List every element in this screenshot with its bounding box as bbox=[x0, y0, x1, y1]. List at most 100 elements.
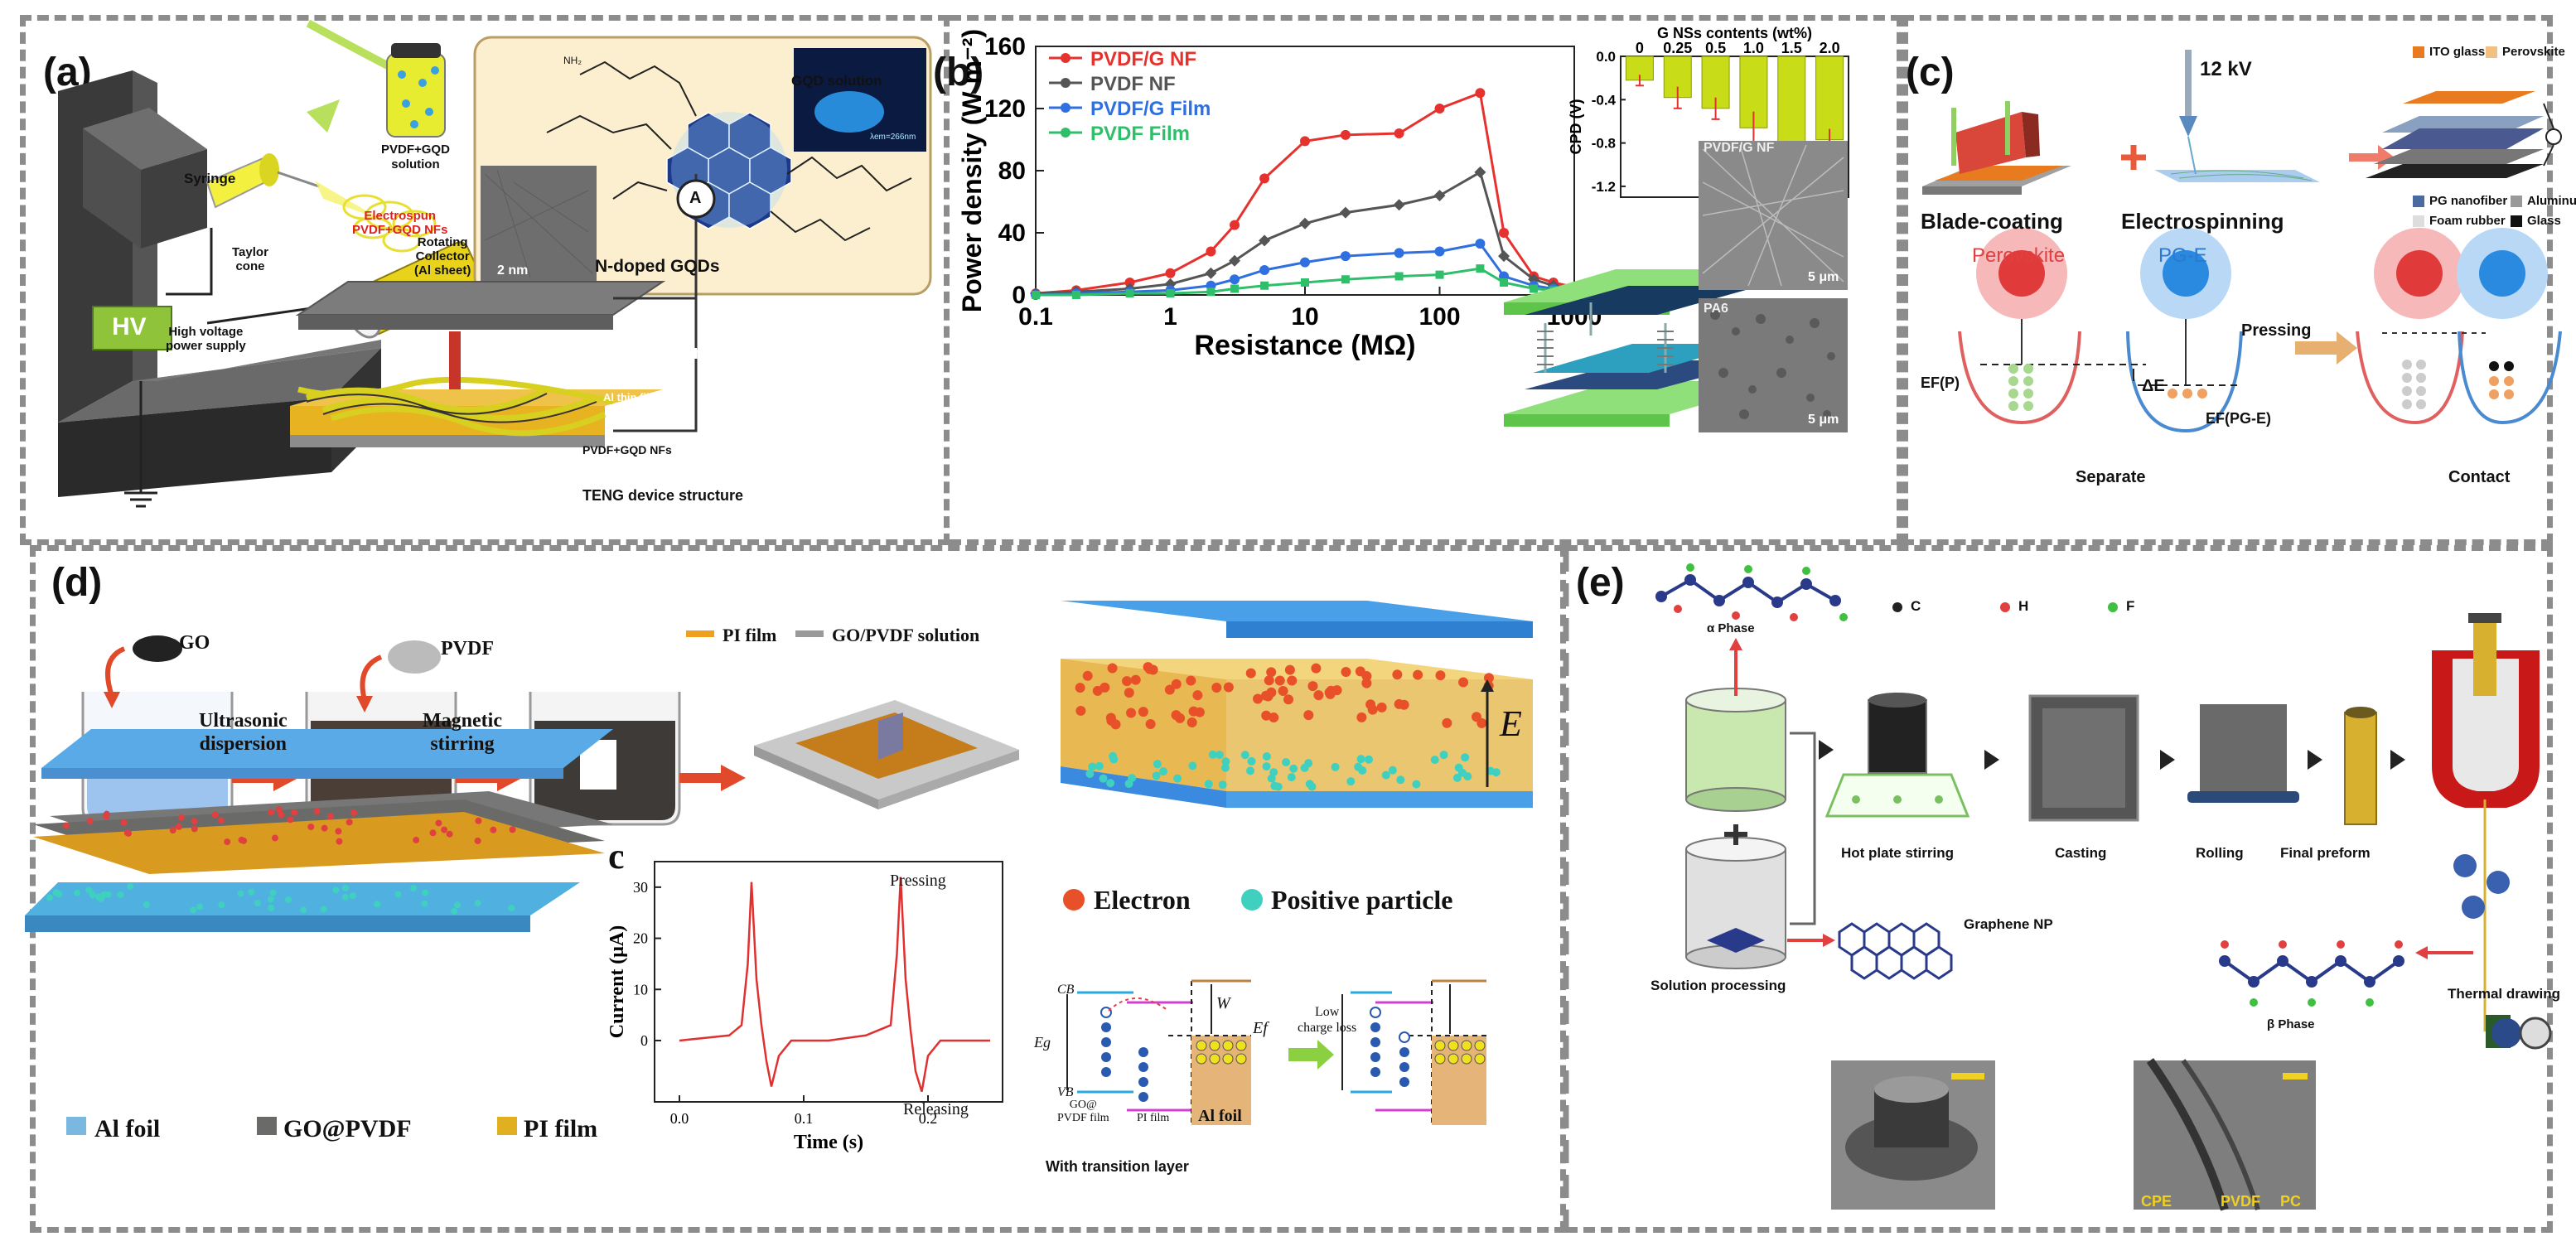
electron-dot bbox=[490, 826, 497, 833]
electron-dot bbox=[169, 827, 176, 834]
electron-dot bbox=[346, 819, 353, 826]
positive-dot bbox=[126, 883, 133, 891]
positive-dot bbox=[300, 906, 307, 914]
y-tick-label: 0 bbox=[1012, 282, 1026, 309]
panel-c-label: (c) bbox=[1906, 51, 1955, 94]
electron-dot bbox=[1110, 719, 1121, 730]
data-point bbox=[1071, 291, 1080, 299]
electron-dot bbox=[1361, 678, 1372, 688]
data-point bbox=[1206, 287, 1216, 297]
x-tick-label: 0.1 bbox=[795, 1110, 814, 1127]
data-point bbox=[1475, 239, 1486, 249]
positive-dot bbox=[1220, 763, 1230, 772]
positive-dot bbox=[451, 907, 458, 915]
y-tick-label: 40 bbox=[998, 220, 1026, 247]
pge-label: PG-E bbox=[2158, 244, 2207, 267]
positive-dot bbox=[1109, 755, 1119, 764]
x-tick-label: 0.1 bbox=[1018, 303, 1053, 331]
legend-marker bbox=[1061, 53, 1071, 63]
electron-dot bbox=[1266, 687, 1277, 698]
positive-dot bbox=[190, 906, 197, 914]
separate-label: Separate bbox=[2076, 468, 2146, 486]
go-pvdf-legend: GO@PVDF bbox=[283, 1115, 412, 1142]
electron-dot bbox=[1392, 669, 1403, 680]
electron-dot bbox=[275, 806, 283, 814]
sem-scale-1: 5 μm bbox=[1808, 270, 1839, 284]
electron-dot bbox=[307, 824, 315, 831]
electrospinning-label: Electrospinning bbox=[2121, 209, 2284, 234]
series-line-1 bbox=[1035, 170, 1575, 295]
transition-layer-label: With transition layer bbox=[1046, 1158, 1189, 1175]
cpe-label: CPE bbox=[2141, 1193, 2172, 1210]
electrospinning-setup-illustration bbox=[58, 19, 932, 508]
category-label: 0.5 bbox=[1705, 40, 1726, 56]
positive-dot bbox=[1452, 773, 1462, 782]
data-point bbox=[1259, 173, 1270, 184]
positive-dot bbox=[1287, 773, 1296, 782]
device-area-label: 6 x 6 cm² bbox=[632, 341, 718, 364]
electron-label: Electron bbox=[1094, 885, 1191, 915]
data-point bbox=[1530, 284, 1539, 293]
pressing-label-c: Pressing bbox=[2241, 321, 2312, 340]
electron-dot bbox=[1341, 667, 1351, 678]
electron-dot bbox=[1471, 712, 1481, 722]
data-point bbox=[1394, 272, 1404, 281]
positive-dot bbox=[1106, 779, 1115, 788]
electron-dot bbox=[1187, 717, 1197, 727]
data-point bbox=[1259, 234, 1271, 247]
electron-dot bbox=[1266, 667, 1277, 678]
positive-dot bbox=[1304, 759, 1313, 768]
electron-dot bbox=[1287, 675, 1298, 686]
positive-dot bbox=[269, 889, 277, 896]
legend-entry: PVDF NF bbox=[1090, 73, 1176, 95]
electron-dot bbox=[1107, 663, 1118, 674]
positive-dot bbox=[1430, 756, 1439, 765]
panel-d-frame bbox=[30, 545, 1566, 1233]
positive-dot bbox=[422, 889, 429, 896]
pi-film-layer-legend: PI film bbox=[524, 1115, 598, 1142]
positive-particle-label: Positive particle bbox=[1271, 885, 1453, 915]
positive-dot bbox=[1461, 753, 1470, 762]
y-tick-label: -1.2 bbox=[1592, 179, 1616, 195]
pg-nanofiber-legend: PG nanofiber bbox=[2429, 194, 2508, 208]
electron-dot bbox=[224, 838, 231, 846]
cpd-bar bbox=[1815, 56, 1844, 141]
positive-dot bbox=[267, 896, 274, 903]
positive-dot bbox=[1262, 762, 1271, 771]
electron-dot bbox=[1261, 710, 1272, 721]
lambda-label: λem=266nm bbox=[870, 133, 916, 142]
panel-b-frame bbox=[950, 15, 1902, 545]
positive-dot bbox=[95, 894, 103, 901]
electron-dot bbox=[435, 819, 442, 827]
positive-dot bbox=[1173, 774, 1182, 783]
positive-dot bbox=[1247, 756, 1256, 766]
data-point bbox=[1340, 251, 1351, 262]
positive-dot bbox=[1388, 766, 1397, 775]
positive-dot bbox=[196, 903, 204, 910]
blade-coating-label: Blade-coating bbox=[1921, 209, 2063, 234]
electron-dot bbox=[509, 826, 516, 833]
positive-dot bbox=[1204, 780, 1213, 789]
efpge-label: EF(PG-E) bbox=[2206, 410, 2271, 427]
electron-dot bbox=[1192, 690, 1203, 701]
data-point bbox=[1341, 275, 1350, 284]
y-tick-label: 20 bbox=[633, 930, 648, 947]
y-tick-label: 0.0 bbox=[1596, 49, 1616, 65]
electron-dot bbox=[1145, 718, 1156, 729]
data-point bbox=[1300, 136, 1310, 147]
electron-dot bbox=[429, 829, 437, 837]
panel-a-frame bbox=[20, 15, 950, 545]
data-point bbox=[1394, 248, 1404, 258]
pvdf-sem-label: PVDF bbox=[2221, 1193, 2261, 1210]
category-label: 1.0 bbox=[1743, 40, 1764, 56]
legend-entry: PVDF/G Film bbox=[1090, 98, 1211, 120]
vb-label: VB bbox=[1057, 1085, 1074, 1099]
nh2-label: NH₂ bbox=[563, 55, 582, 66]
series-line-2 bbox=[1035, 242, 1575, 297]
perovskite-teng-illustration bbox=[1922, 46, 2562, 433]
electron-dot bbox=[1269, 712, 1279, 723]
y-axis-label: Power density (W m⁻²) bbox=[957, 29, 987, 312]
positive-dot bbox=[1159, 767, 1168, 776]
data-point bbox=[1124, 278, 1135, 287]
electron-dot bbox=[1483, 673, 1494, 683]
